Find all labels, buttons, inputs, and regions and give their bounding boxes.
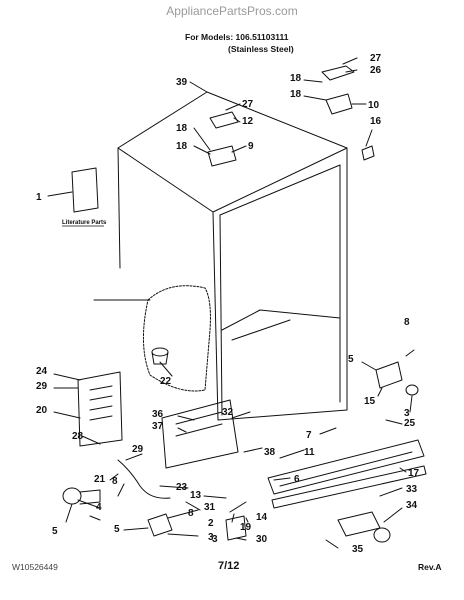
callout-30: 30 xyxy=(256,534,268,545)
callout-12: 12 xyxy=(242,116,254,127)
water-valve-bracket xyxy=(161,399,239,469)
callout-18: 18 xyxy=(176,141,188,152)
literature-booklet xyxy=(71,167,99,213)
callout-33: 33 xyxy=(406,484,418,495)
finish-subtitle: (Stainless Steel) xyxy=(228,44,294,54)
cabinet-shell xyxy=(117,91,348,421)
callout-39: 39 xyxy=(176,77,188,88)
callout-13: 13 xyxy=(190,490,202,501)
callout-9: 9 xyxy=(248,141,254,152)
cutaway-region xyxy=(142,285,211,392)
callout-20: 20 xyxy=(36,405,48,416)
callout-19: 19 xyxy=(240,522,252,533)
top-hinge-cover xyxy=(321,65,355,81)
callout-29: 29 xyxy=(132,444,144,455)
rear-leg xyxy=(225,515,247,541)
right-leveler xyxy=(375,361,403,389)
callout-26: 26 xyxy=(370,65,382,76)
cabinet-floor-line xyxy=(221,309,341,331)
cabinet-top-front-edge xyxy=(212,147,348,213)
leveling-leg xyxy=(147,513,173,537)
callout-31: 31 xyxy=(204,502,216,513)
watermark: AppliancePartsPros.com xyxy=(166,4,298,18)
callout-11: 11 xyxy=(304,447,315,458)
callout-17: 17 xyxy=(408,468,420,479)
base-grille xyxy=(267,439,425,495)
callout-37: 37 xyxy=(152,421,164,432)
center-hinge xyxy=(207,145,237,167)
callout-14: 14 xyxy=(256,512,268,523)
callout-1: 1 xyxy=(36,192,42,203)
callout-15: 15 xyxy=(364,396,376,407)
callout-5: 5 xyxy=(52,526,58,537)
callout-8: 8 xyxy=(404,317,410,328)
callout-5: 5 xyxy=(348,354,354,365)
callout-34: 34 xyxy=(406,500,418,511)
callout-25: 25 xyxy=(404,418,416,429)
water-tube xyxy=(117,459,171,499)
callout-18: 18 xyxy=(290,73,302,84)
cabinet-left-edge xyxy=(117,147,121,269)
literature-label: Literature Parts xyxy=(62,220,107,226)
hinge-pin xyxy=(361,145,375,161)
vent-panel xyxy=(77,371,123,447)
callout-5: 5 xyxy=(114,524,120,535)
callout-29: 29 xyxy=(36,381,48,392)
models-title: For Models: 106.51103111 xyxy=(185,32,289,42)
roller-housing xyxy=(337,511,381,537)
callout-10: 10 xyxy=(368,100,380,111)
callout-36: 36 xyxy=(152,409,164,420)
page-number: 7/12 xyxy=(218,560,240,572)
callout-3: 3 xyxy=(212,534,218,545)
callout-8: 8 xyxy=(112,476,118,487)
callout-32: 32 xyxy=(222,407,234,418)
callout-27: 27 xyxy=(242,99,254,110)
water-cup xyxy=(151,347,169,357)
callout-27: 27 xyxy=(370,53,382,64)
callout-23: 23 xyxy=(176,482,188,493)
callout-3: 3 xyxy=(404,408,410,419)
roller-wheel xyxy=(373,527,391,543)
callout-18: 18 xyxy=(176,123,188,134)
callout-3: 3 xyxy=(208,532,214,543)
callout-24: 24 xyxy=(36,366,48,377)
callout-22: 22 xyxy=(160,376,172,387)
callout-35: 35 xyxy=(352,544,364,555)
front-rail xyxy=(271,465,427,509)
cabinet-inner-edge xyxy=(219,164,341,403)
callout-28: 28 xyxy=(72,431,84,442)
top-hinge xyxy=(325,93,353,115)
callout-4: 4 xyxy=(96,502,102,513)
center-hinge-cover xyxy=(209,111,239,129)
callout-18: 18 xyxy=(290,89,302,100)
callout-7: 7 xyxy=(306,430,312,441)
leveler-wheel xyxy=(62,487,82,505)
callout-16: 16 xyxy=(370,116,382,127)
document-code: W10526449 xyxy=(12,562,58,572)
callout-8: 8 xyxy=(188,508,194,519)
cabinet-inner-left xyxy=(219,214,223,416)
revision-label: Rev.A xyxy=(418,562,442,572)
callout-21: 21 xyxy=(94,474,106,485)
callout-6: 6 xyxy=(294,474,300,485)
callout-2: 2 xyxy=(208,518,214,529)
callout-38: 38 xyxy=(264,447,276,458)
